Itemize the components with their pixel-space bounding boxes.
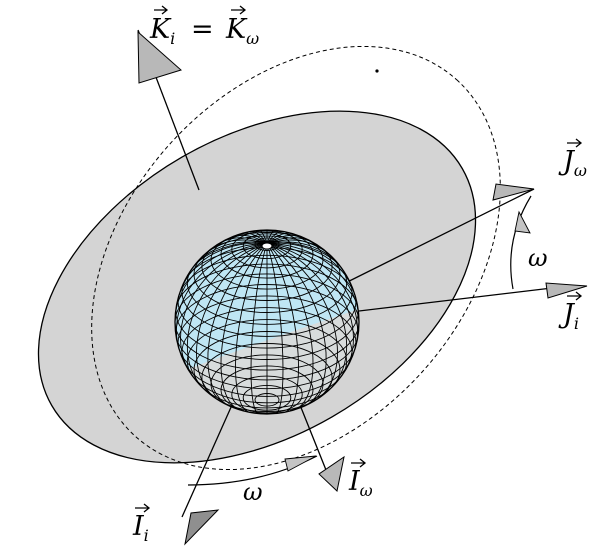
- meridian-line: [232, 234, 268, 244]
- svg-text:=: =: [191, 14, 214, 45]
- i-omega-axis-line: [299, 404, 327, 471]
- meridian-line: [266, 243, 299, 413]
- meridian-line: [192, 241, 268, 268]
- svg-text:Kω: Kω: [225, 14, 259, 48]
- meridian-line: [250, 243, 268, 414]
- meridian-line: [266, 243, 348, 392]
- label-k-axis: Ki = Kω: [149, 5, 259, 48]
- j-omega-arrowhead: [492, 183, 535, 201]
- meridian-line: [235, 243, 268, 413]
- meridian-line: [266, 242, 354, 290]
- svg-text:Ii: Ii: [132, 511, 149, 545]
- label-i-omega: Iω: [348, 458, 373, 500]
- label-j-i: Ji: [558, 291, 583, 333]
- meridian-line: [186, 243, 268, 392]
- label-j-omega: Jω: [558, 138, 587, 180]
- omega-arc-bottom-arrow: [284, 455, 317, 472]
- svg-text:Ki: Ki: [149, 14, 175, 48]
- meridian-line: [180, 243, 268, 373]
- meridian-line: [207, 243, 268, 406]
- label-omega-right: ω: [528, 244, 548, 272]
- omega-arc-right: [510, 195, 532, 290]
- svg-text:Ji: Ji: [558, 299, 579, 333]
- i-i-axis-line: [181, 404, 233, 518]
- meridian-line: [266, 243, 338, 400]
- north-pole-marker: [261, 242, 273, 250]
- meridian-line: [175, 243, 268, 349]
- svg-text:Jω: Jω: [558, 146, 587, 180]
- meridian-line: [266, 243, 314, 411]
- i-omega-arrowhead: [318, 455, 345, 492]
- k-axis-arrowhead: [137, 30, 182, 84]
- svg-text:Iω: Iω: [348, 466, 373, 500]
- meridian-line: [266, 243, 359, 323]
- omega-arc-right-arrow: [514, 210, 531, 234]
- j-i-arrowhead: [545, 282, 588, 299]
- i-i-arrowhead: [184, 509, 220, 546]
- label-i-i: Ii: [132, 503, 151, 545]
- meridian-line: [266, 234, 302, 244]
- meridian-line: [175, 243, 268, 323]
- meridian-line: [266, 243, 354, 373]
- meridian-line: [220, 243, 268, 411]
- meridian-line: [266, 243, 284, 414]
- meridian-line: [266, 241, 342, 268]
- dashed-orbit: [91, 45, 501, 471]
- meridian-line: [266, 243, 327, 406]
- meridian-line: [180, 242, 268, 290]
- orbit-marker-dot: [375, 69, 379, 73]
- earth-sphere: [174, 229, 360, 415]
- label-omega-bottom: ω: [243, 478, 263, 506]
- meridian-line: [266, 243, 359, 349]
- meridian-line: [196, 243, 268, 400]
